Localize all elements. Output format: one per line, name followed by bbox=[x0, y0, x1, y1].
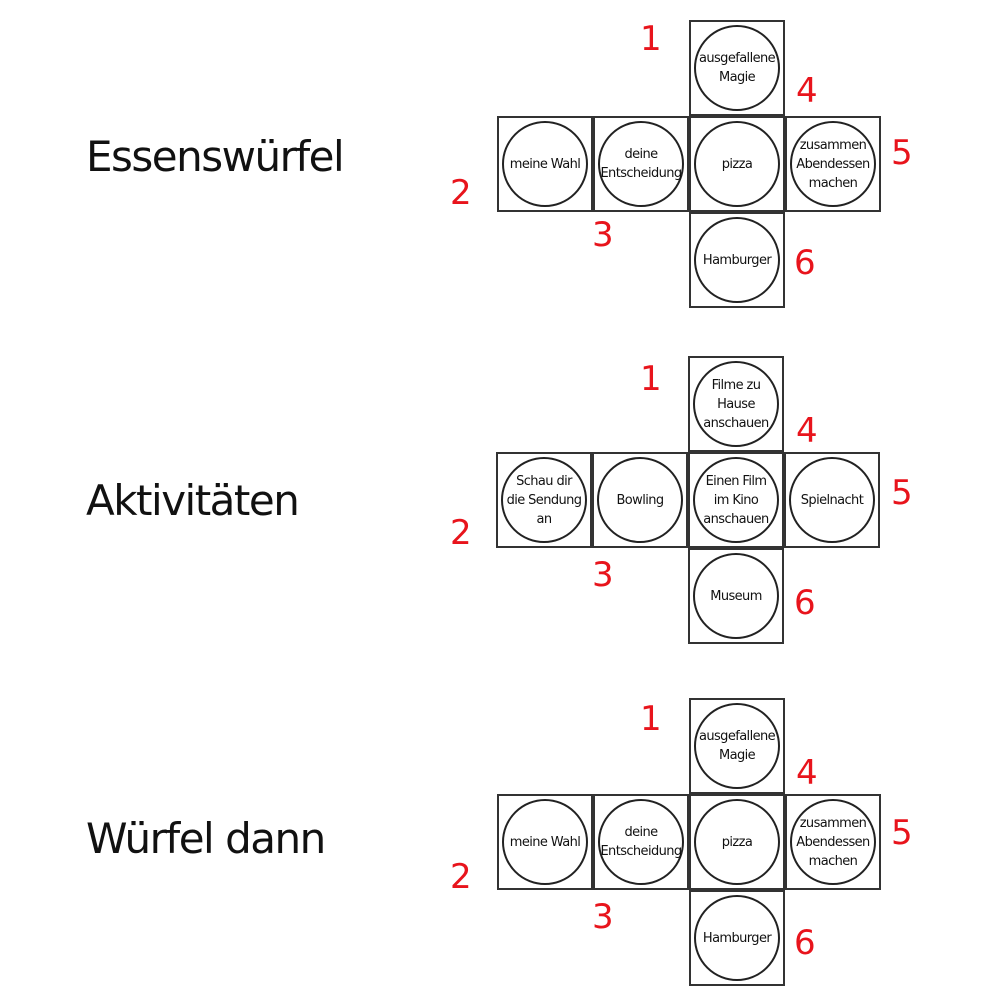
face-top: ausgefallene Magie bbox=[689, 698, 785, 794]
face-label: Einen Film im Kino anschauen bbox=[703, 473, 769, 527]
face-bottom: Hamburger bbox=[689, 212, 785, 308]
face-left: Schau dir die Sendung an bbox=[496, 452, 592, 548]
net-title: Aktivitäten bbox=[86, 476, 300, 525]
face-label: meine Wahl bbox=[509, 834, 581, 850]
number-6: 6 bbox=[794, 583, 816, 623]
face-circle: meine Wahl bbox=[502, 121, 588, 207]
face-right: Spielnacht bbox=[784, 452, 880, 548]
face-circle: zusammen Abendessen machen bbox=[790, 799, 876, 885]
face-center-left: deine Entscheidung bbox=[593, 794, 689, 890]
face-center-left: Bowling bbox=[592, 452, 688, 548]
face-label: Spielnacht bbox=[800, 492, 864, 508]
face-circle: Schau dir die Sendung an bbox=[501, 457, 587, 543]
face-label: zusammen Abendessen machen bbox=[796, 815, 870, 869]
face-label: pizza bbox=[721, 156, 753, 172]
face-circle: zusammen Abendessen machen bbox=[790, 121, 876, 207]
number-2: 2 bbox=[450, 173, 472, 213]
face-label: pizza bbox=[721, 834, 753, 850]
number-1: 1 bbox=[640, 699, 662, 739]
face-label: zusammen Abendessen machen bbox=[796, 137, 870, 191]
face-right: zusammen Abendessen machen bbox=[785, 116, 881, 212]
face-label: meine Wahl bbox=[509, 156, 581, 172]
face-center-left: deine Entscheidung bbox=[593, 116, 689, 212]
face-circle: ausgefallene Magie bbox=[694, 25, 780, 111]
number-6: 6 bbox=[794, 923, 816, 963]
face-circle: Einen Film im Kino anschauen bbox=[693, 457, 779, 543]
face-circle: meine Wahl bbox=[502, 799, 588, 885]
number-4: 4 bbox=[796, 411, 818, 451]
number-6: 6 bbox=[794, 243, 816, 283]
face-left: meine Wahl bbox=[497, 794, 593, 890]
face-top: ausgefallene Magie bbox=[689, 20, 785, 116]
number-3: 3 bbox=[592, 215, 614, 255]
number-3: 3 bbox=[592, 897, 614, 937]
face-circle: Hamburger bbox=[694, 217, 780, 303]
number-5: 5 bbox=[891, 473, 913, 513]
face-circle: deine Entscheidung bbox=[598, 121, 684, 207]
face-circle: ausgefallene Magie bbox=[694, 703, 780, 789]
face-label: Schau dir die Sendung an bbox=[506, 473, 582, 527]
number-1: 1 bbox=[640, 19, 662, 59]
face-label: Museum bbox=[710, 588, 762, 604]
number-4: 4 bbox=[796, 753, 818, 793]
face-center: pizza bbox=[689, 116, 785, 212]
number-2: 2 bbox=[450, 857, 472, 897]
net-title: Würfel dann bbox=[86, 814, 326, 863]
face-circle: Bowling bbox=[597, 457, 683, 543]
face-circle: deine Entscheidung bbox=[598, 799, 684, 885]
face-center: pizza bbox=[689, 794, 785, 890]
number-1: 1 bbox=[640, 359, 662, 399]
number-4: 4 bbox=[796, 71, 818, 111]
net-title: Essenswürfel bbox=[86, 132, 345, 181]
face-right: zusammen Abendessen machen bbox=[785, 794, 881, 890]
face-label: Bowling bbox=[616, 492, 664, 508]
face-label: Hamburger bbox=[702, 930, 772, 946]
number-5: 5 bbox=[891, 133, 913, 173]
face-label: deine Entscheidung bbox=[600, 147, 682, 181]
face-circle: pizza bbox=[694, 121, 780, 207]
face-label: deine Entscheidung bbox=[600, 825, 682, 859]
face-circle: Museum bbox=[693, 553, 779, 639]
number-5: 5 bbox=[891, 813, 913, 853]
cube-net-essenswuerfel: Essenswürfel ausgefallene Magie meine Wa… bbox=[0, 0, 1000, 308]
cube-net-aktivitaeten: Aktivitäten Filme zu Hause anschauen Sch… bbox=[0, 336, 1000, 644]
face-center: Einen Film im Kino anschauen bbox=[688, 452, 784, 548]
face-circle: Spielnacht bbox=[789, 457, 875, 543]
face-label: Hamburger bbox=[702, 252, 772, 268]
cube-net-wuerfel-dann: Würfel dann ausgefallene Magie meine Wah… bbox=[0, 678, 1000, 986]
face-top: Filme zu Hause anschauen bbox=[688, 356, 784, 452]
face-circle: pizza bbox=[694, 799, 780, 885]
face-circle: Filme zu Hause anschauen bbox=[693, 361, 779, 447]
face-label: ausgefallene Magie bbox=[698, 729, 776, 763]
face-bottom: Museum bbox=[688, 548, 784, 644]
face-label: Filme zu Hause anschauen bbox=[703, 377, 769, 431]
face-label: ausgefallene Magie bbox=[698, 51, 776, 85]
face-bottom: Hamburger bbox=[689, 890, 785, 986]
number-3: 3 bbox=[592, 555, 614, 595]
number-2: 2 bbox=[450, 513, 472, 553]
face-left: meine Wahl bbox=[497, 116, 593, 212]
face-circle: Hamburger bbox=[694, 895, 780, 981]
